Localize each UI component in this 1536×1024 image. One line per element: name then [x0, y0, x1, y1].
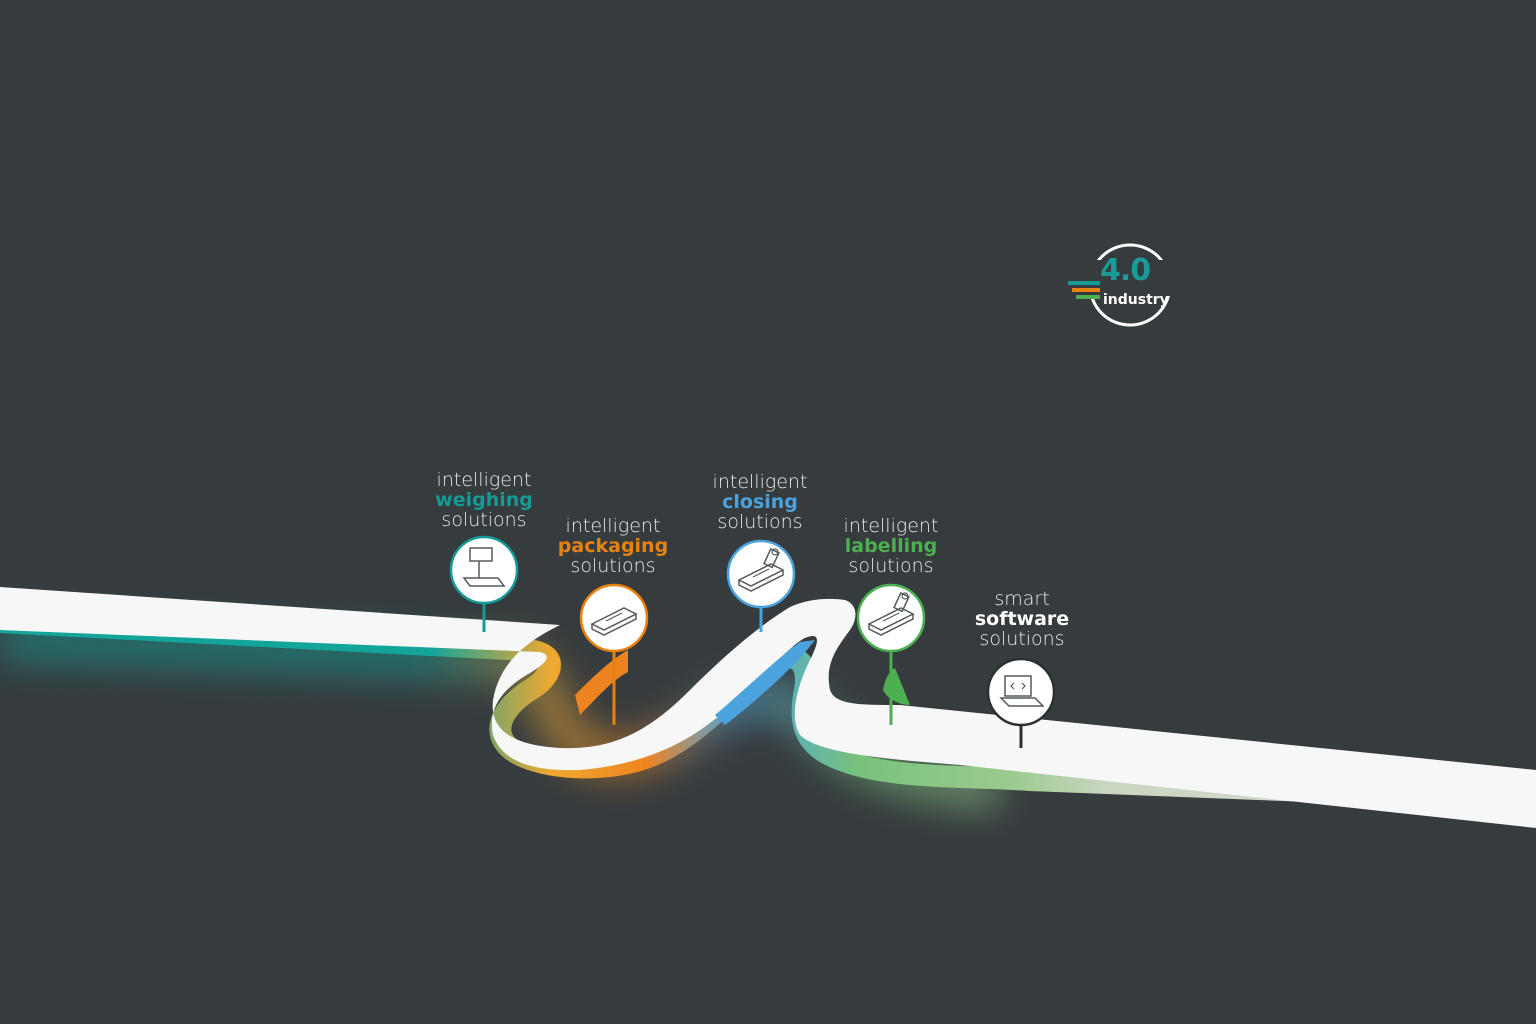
label-line1: intelligent: [712, 471, 808, 493]
logo-word: industry: [1103, 292, 1169, 308]
label-line3: solutions: [570, 555, 656, 577]
laptop-icon: [986, 657, 1056, 727]
label-line3: solutions: [441, 509, 527, 531]
road-surface: [0, 587, 1536, 828]
scale-icon: [449, 535, 519, 605]
station-label-labelling: intelligent labelling solutions: [791, 516, 991, 576]
label-keyword: closing: [722, 491, 798, 513]
label-line3: solutions: [979, 628, 1065, 650]
label-keyword: labelling: [844, 535, 938, 557]
label-line1: smart: [994, 588, 1050, 610]
label-line3: solutions: [717, 511, 803, 533]
label-keyword: weighing: [435, 489, 533, 511]
label-keyword: software: [974, 608, 1070, 630]
label-line1: intelligent: [843, 515, 939, 537]
station-label-weighing: intelligent weighing solutions: [384, 470, 584, 530]
label-line3: solutions: [848, 555, 934, 577]
station-label-software: smart software solutions: [922, 589, 1122, 649]
station-pins: [482, 604, 1023, 748]
label-line1: intelligent: [436, 469, 532, 491]
station-label-closing: intelligent closing solutions: [660, 472, 860, 532]
curve-wall-blue: [715, 640, 815, 725]
conveyor-icon: [579, 583, 649, 653]
label-line1: intelligent: [565, 515, 661, 537]
curve-wall-orange: [575, 650, 628, 715]
closing-machine-icon: [726, 539, 796, 609]
industry-logo: [1068, 243, 1178, 327]
curve-wall-green: [883, 668, 910, 705]
logo-number: 4.0: [1100, 253, 1151, 288]
station-circles: [449, 535, 1056, 727]
station-label-packaging: intelligent packaging solutions: [513, 516, 713, 576]
labelling-machine-icon: [856, 583, 926, 653]
label-keyword: packaging: [557, 535, 669, 557]
